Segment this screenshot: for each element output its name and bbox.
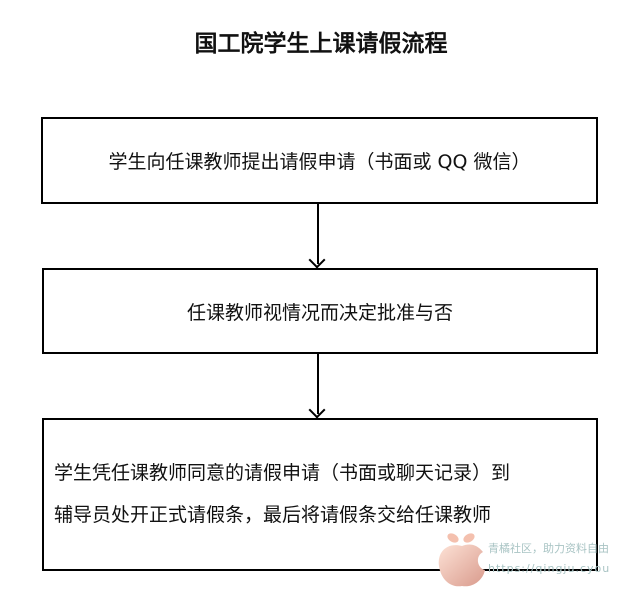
step-3-box: 学生凭任课教师同意的请假申请（书面或聊天记录）到 辅导员处开正式请假条，最后将请… — [42, 418, 598, 571]
watermark: 青橘社区，助力资料自由 https://qingju.cyou — [488, 539, 610, 579]
watermark-line-1: 青橘社区，助力资料自由 — [488, 542, 609, 555]
arrow-down-icon — [317, 354, 319, 414]
step-1-box: 学生向任课教师提出请假申请（书面或 QQ 微信） — [41, 117, 598, 204]
arrow-down-icon — [317, 204, 319, 264]
step-3-line-1: 学生凭任课教师同意的请假申请（书面或聊天记录）到 — [54, 462, 511, 484]
step-3-line-2: 辅导员处开正式请假条，最后将请假条交给任课教师 — [54, 504, 492, 526]
step-2-text: 任课教师视情况而决定批准与否 — [186, 301, 453, 324]
watermark-apple-icon — [438, 533, 485, 587]
step-2-box: 任课教师视情况而决定批准与否 — [42, 268, 598, 354]
step-1-text: 学生向任课教师提出请假申请（书面或 QQ 微信） — [108, 151, 531, 173]
watermark-line-2: https://qingju.cyou — [488, 562, 611, 575]
page-title: 国工院学生上课请假流程 — [194, 30, 448, 57]
